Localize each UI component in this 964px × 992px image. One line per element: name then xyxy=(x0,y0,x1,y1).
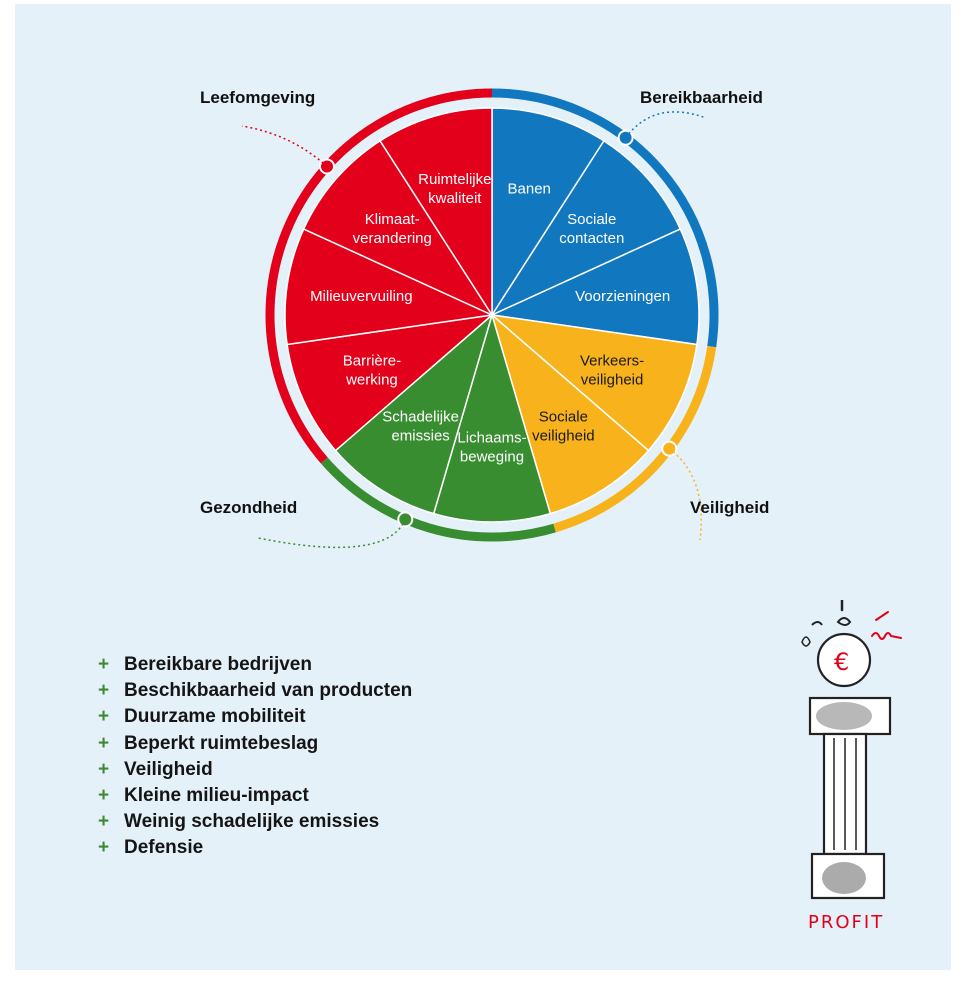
plus-icon: + xyxy=(98,680,110,702)
wheel-segment-label: Klimaat-verandering xyxy=(353,211,432,247)
plus-icon: + xyxy=(98,654,110,675)
category-label-veiligheid: Veiligheid xyxy=(690,498,770,517)
benefits-list: +Bereikbare bedrijven +Beschikbaarheid v… xyxy=(98,652,412,862)
plus-icon: + xyxy=(98,784,110,806)
profit-pillar-illustration: € PROFIT xyxy=(801,600,902,933)
profit-caption: PROFIT xyxy=(808,912,884,933)
category-ring-leefomgeving xyxy=(265,88,493,464)
wheel-segment-label: Milieuvervuiling xyxy=(310,288,413,305)
category-ring-gezondheid xyxy=(320,457,556,542)
wheel-segment-gezondheid xyxy=(432,312,552,523)
wheel-segment-label: Verkeers-veiligheid xyxy=(580,352,644,388)
wheel-segment-leefomgeving xyxy=(379,107,493,318)
category-ring-veiligheid xyxy=(553,345,717,533)
wheel-segment-leefomgeving xyxy=(302,139,495,317)
wheel-segment-leefomgeving xyxy=(284,228,495,346)
wheel-segment-leefomgeving xyxy=(286,313,495,452)
wheel-segment-veiligheid xyxy=(490,312,650,515)
category-connector-leefomgeving xyxy=(241,125,328,168)
wheel-segment-bereikbaarheid xyxy=(489,228,700,346)
benefit-item: +Veiligheid xyxy=(98,757,412,783)
category-connector-veiligheid xyxy=(668,448,703,541)
plus-icon: + xyxy=(98,837,110,859)
plus-icon: + xyxy=(98,811,110,833)
wheel-segment-label: Lichaams-beweging xyxy=(457,430,526,466)
category-label-gezondheid: Gezondheid xyxy=(200,498,298,517)
benefit-item: +Weinig schadelijke emissies xyxy=(98,809,412,835)
plus-icon: + xyxy=(98,706,110,728)
benefit-item: +Beschikbaarheid van producten xyxy=(98,678,412,704)
category-label-bereikbaarheid: Bereikbaarheid xyxy=(640,88,763,107)
wheel-segment-label: Banen xyxy=(508,180,551,197)
category-ring-bereikbaarheid xyxy=(491,88,719,348)
wheel-segment-bereikbaarheid xyxy=(491,107,605,318)
benefit-item: +Bereikbare bedrijven xyxy=(98,652,412,678)
category-label-leefomgeving: Leefomgeving xyxy=(200,88,316,107)
plus-icon: + xyxy=(98,732,110,754)
euro-icon: € xyxy=(834,648,849,676)
benefit-item: +Duurzame mobiliteit xyxy=(98,704,412,730)
plus-icon: + xyxy=(98,758,110,780)
wheel-segment-gezondheid xyxy=(334,312,494,515)
benefit-item: +Defensie xyxy=(98,835,412,861)
wheel-segment-label: Voorzieningen xyxy=(575,288,670,305)
category-connector-gezondheid xyxy=(257,519,406,549)
wheel-segment-bereikbaarheid xyxy=(489,139,682,317)
wheel-segment-veiligheid xyxy=(489,313,698,452)
benefit-item: +Kleine milieu-impact xyxy=(98,783,412,809)
category-connector-bereikbaarheid xyxy=(625,111,707,139)
wheel-segment-label: Barrière-werking xyxy=(343,352,401,388)
benefit-item: +Beperkt ruimtebeslag xyxy=(98,731,412,757)
